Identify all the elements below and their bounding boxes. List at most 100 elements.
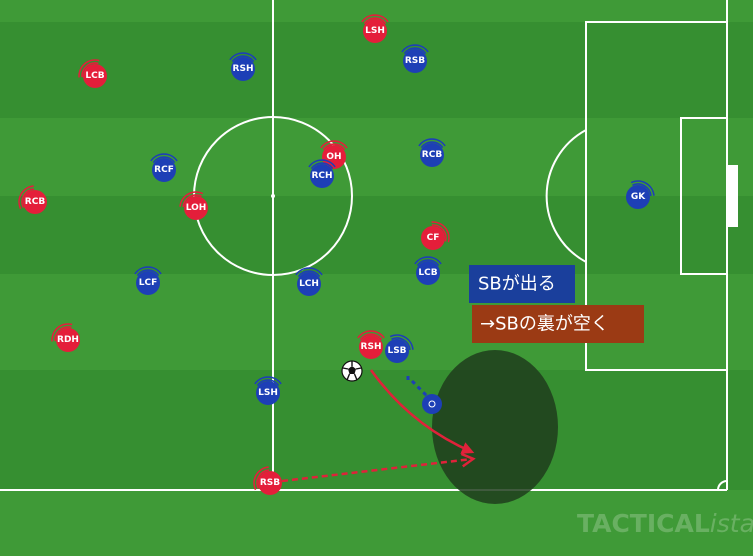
player-marker [258, 471, 282, 495]
player-red-oh: OH [320, 140, 348, 169]
center-spot [271, 194, 275, 198]
player-marker [363, 19, 387, 43]
player-red-rsh: RSH [357, 330, 385, 359]
player-direction-marks [295, 267, 323, 278]
player-label: OH [326, 152, 341, 162]
player-red-cf: CF [421, 221, 450, 250]
player-direction-marks [431, 221, 450, 243]
pitch-lines [717, 480, 728, 491]
player-label: RCB [25, 197, 46, 207]
goal [728, 165, 738, 227]
player-label: LCB [85, 71, 104, 81]
player-label: LCF [139, 278, 158, 288]
player-blue-lsh: LSH [254, 376, 282, 405]
player-direction-marks [150, 153, 178, 164]
player-marker [56, 328, 80, 352]
run-arrow [369, 369, 475, 454]
player-label: RSH [233, 64, 254, 74]
player-direction-marks [229, 52, 257, 63]
player-direction-marks [179, 191, 204, 208]
player-label: LCB [418, 268, 437, 278]
player-red-lsh: LSH [361, 14, 389, 43]
player-marker [626, 185, 650, 209]
player-label: RCH [311, 171, 332, 181]
player-red-loh: LOH [179, 191, 208, 220]
player-direction-marks [134, 266, 162, 277]
player-direction-marks [254, 376, 282, 387]
player-label: LSB [387, 346, 406, 356]
player-label: RSH [361, 342, 382, 352]
player-blue-rsh: RSH [229, 52, 257, 81]
player-red-rcb: RCB [18, 185, 47, 214]
player-marker [23, 190, 47, 214]
player-label: LOH [186, 203, 207, 213]
watermark-main: TACTICAL [577, 509, 710, 538]
fullback-movement-line [406, 376, 431, 400]
player-marker [184, 196, 208, 220]
player-red-lcb: LCB [78, 59, 107, 88]
player-label: RSB [260, 478, 280, 488]
player-blue-lsb: LSB [385, 334, 414, 363]
players-layer: LCB LSH OH RCB LOH CF RDH RSH RSB RSH RSB RCF RCH RCB… [18, 14, 655, 495]
player-direction-marks [401, 44, 429, 55]
player-label: RCF [154, 165, 174, 175]
player-marker [322, 145, 346, 169]
player-direction-marks [18, 185, 35, 210]
player-direction-marks [361, 14, 389, 25]
watermark-italic: ista [710, 509, 753, 538]
player-blue-rch: RCH [308, 159, 336, 188]
player-blue-lch: LCH [295, 267, 323, 296]
player-red-rsb: RSB [253, 466, 282, 495]
player-direction-marks [253, 466, 270, 491]
player-label: CF [427, 233, 440, 243]
player-marker [256, 381, 280, 405]
player-label: LCH [299, 279, 319, 289]
player-label: LSH [258, 388, 278, 398]
player-blue-rsb: RSB [401, 44, 429, 73]
player-marker [83, 64, 107, 88]
note-space-behind-text: →SBの裏が空く [480, 314, 609, 335]
player-marker [152, 158, 176, 182]
player-marker [297, 272, 321, 296]
open-space-area [432, 350, 558, 504]
watermark-logo: TACTICALista [577, 509, 753, 538]
player-direction-marks [308, 159, 336, 170]
player-label: RSB [405, 56, 425, 66]
player-marker [416, 261, 440, 285]
fullback-original-position-marker [422, 394, 442, 414]
player-marker [136, 271, 160, 295]
player-blue-rcf: RCF [150, 153, 178, 182]
player-marker [421, 226, 445, 250]
player-marker [359, 335, 383, 359]
note-sb-out: SBが出る [469, 265, 575, 303]
player-direction-marks [414, 256, 442, 267]
player-blue-rcb: RCB [418, 138, 446, 167]
player-red-rdh: RDH [51, 323, 80, 352]
player-marker [403, 49, 427, 73]
player-label: RCB [422, 150, 443, 160]
player-marker [231, 57, 255, 81]
note-space-behind: →SBの裏が空く [472, 305, 644, 343]
player-marker [310, 164, 334, 188]
player-label: LSH [365, 26, 385, 36]
note-sb-out-text: SBが出る [478, 274, 556, 295]
player-label: GK [631, 192, 646, 202]
player-direction-marks [51, 323, 73, 342]
player-direction-marks [320, 140, 348, 151]
player-blue-lcf: LCF [134, 266, 162, 295]
pass-arrow [281, 459, 472, 483]
player-marker [385, 339, 409, 363]
player-direction-marks [630, 180, 655, 197]
player-direction-marks [418, 138, 446, 149]
player-label: RDH [57, 335, 79, 345]
player-blue-gk: GK [626, 180, 655, 209]
player-blue-lcb: LCB [414, 256, 442, 285]
player-direction-marks [357, 330, 385, 341]
player-direction-marks [78, 59, 100, 78]
player-direction-marks [389, 334, 414, 351]
ball-icon [341, 360, 363, 382]
player-marker [420, 143, 444, 167]
